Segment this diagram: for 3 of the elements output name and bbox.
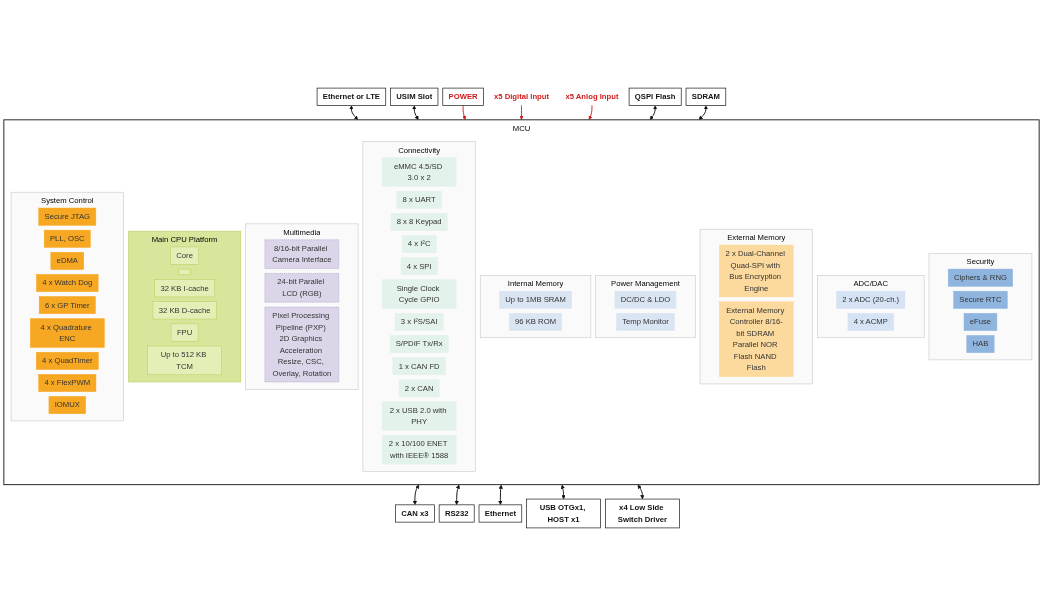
arrow — [637, 484, 645, 500]
node-box — [178, 268, 191, 276]
arrow — [412, 484, 420, 505]
